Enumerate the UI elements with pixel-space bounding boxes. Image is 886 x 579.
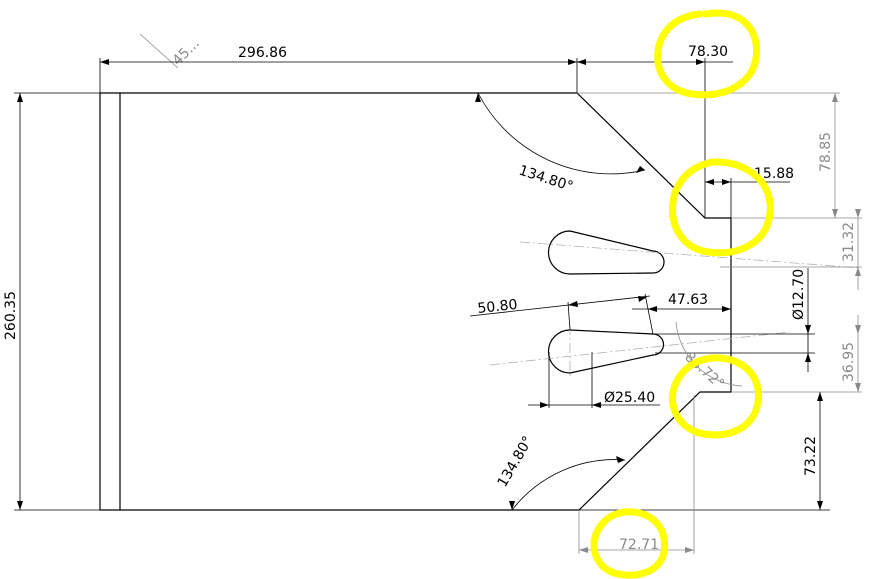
dim-right-bottom-arrow-bottom <box>817 501 823 510</box>
dim-top-notch-width: 78.30 <box>577 44 733 218</box>
highlight-circle-top <box>654 9 761 99</box>
dim-overall-width-arrow-left <box>100 59 109 65</box>
dim-right-spacing-2-text: 36.95 <box>841 342 857 382</box>
upper-slot <box>519 230 861 275</box>
dim-slot-dia-large: Ø25.40 <box>528 352 660 408</box>
lower-slot-centerline <box>489 331 791 366</box>
part-outline <box>99 92 732 511</box>
dim-right-spacing-1-text: 31.32 <box>841 222 857 262</box>
dim-slot-angle-arc <box>675 321 743 387</box>
dim-right-bottom-text: 73.22 <box>803 436 819 476</box>
dim-slot-dia-small-arrow-bottom <box>805 353 811 362</box>
dim-slot-offset: 47.63 <box>632 292 731 312</box>
dim-overall-height-arrow-top <box>17 93 23 102</box>
dim-slot-length-ext-right <box>644 293 654 335</box>
highlight-annotations <box>590 9 774 579</box>
dim-bottom-chamfer-arrow-right <box>685 547 694 553</box>
dim-slot-offset-arrow-right <box>722 306 731 312</box>
dim-chamfer-top-left: 45... <box>139 33 203 69</box>
dim-right-spacing-1-arrow-top <box>855 209 861 218</box>
dim-slot-dia-large-arrow-right <box>592 402 601 408</box>
dim-right-top-text: 78.85 <box>818 132 834 172</box>
dim-slot-dia-small: Ø12.70 <box>655 268 815 372</box>
dim-slot-length-line <box>469 295 651 317</box>
dim-top-notch-arrow-left <box>577 59 586 65</box>
highlight-circle-notch <box>669 158 774 257</box>
dim-slot-offset-text: 47.63 <box>668 292 708 308</box>
dim-bottom-chamfer-arrow-left <box>579 547 588 553</box>
highlight-circle-slot-angle <box>669 354 762 439</box>
dim-slot-length: 50.80 <box>469 293 654 335</box>
dim-angle-bottom-arrow-b <box>616 456 625 463</box>
dim-overall-width: 296.86 <box>99 45 578 93</box>
dim-slot-dia-large-text: Ø25.40 <box>604 390 655 406</box>
dim-slot-length-arrow-left <box>568 301 578 307</box>
dim-overall-height-text: 260.35 <box>3 291 19 340</box>
dim-angle-bottom-text: 134.80° <box>495 434 537 490</box>
dim-angle-top-arc <box>477 92 646 175</box>
dim-bottom-chamfer-text: 72.71 <box>619 537 659 553</box>
dim-angle-top-arrow-b <box>636 166 645 173</box>
dim-right-top-arrow-bottom <box>832 209 838 218</box>
dim-overall-height-arrow-bottom <box>17 501 23 510</box>
dim-right-spacing-2-arrow-bottom <box>855 383 861 392</box>
dim-chamfer-angle-text: 45... <box>170 35 203 68</box>
dim-slot-dia-small-text: Ø12.70 <box>791 269 807 320</box>
dim-angle-top-arrow-a <box>475 93 481 102</box>
dim-notch-step-text: 15.88 <box>754 166 794 182</box>
upper-slot-centerline <box>519 241 861 269</box>
dim-right-top-height: 78.85 <box>577 92 862 219</box>
dim-overall-height: 260.35 <box>3 92 100 511</box>
dim-angle-bottom: 134.80° <box>495 434 626 511</box>
dim-right-spacing-2: 36.95 <box>731 315 862 393</box>
part-outline-path <box>99 92 732 511</box>
dim-right-top-arrow-top <box>832 93 838 102</box>
dim-notch-step: 15.88 <box>705 166 794 218</box>
dim-overall-width-text: 296.86 <box>238 45 287 61</box>
dim-bottom-chamfer-width: 72.71 <box>578 395 695 554</box>
dim-notch-step-arrow-left <box>705 179 714 185</box>
dim-overall-width-arrow-right <box>568 59 577 65</box>
dim-angle-top: 134.80° <box>475 92 646 195</box>
dim-slot-dia-small-arrow-top <box>805 325 811 334</box>
dim-slot-length-ext-left <box>567 301 571 331</box>
dim-angle-bottom-arc <box>511 459 626 511</box>
dim-slot-offset-arrow-left <box>648 306 657 312</box>
lower-slot <box>489 325 791 378</box>
dim-chamfer-leader <box>139 33 179 69</box>
dim-top-notch-arrow-right <box>696 59 705 65</box>
dim-right-spacing-1: 31.32 <box>720 209 862 290</box>
dim-top-notch-text: 78.30 <box>688 44 728 60</box>
dim-slot-length-arrow-right <box>638 296 647 302</box>
dim-right-bottom-arrow-top <box>817 392 823 401</box>
lower-slot-outline <box>547 329 665 374</box>
dim-slot-dia-large-arrow-left <box>540 402 549 408</box>
dim-right-bottom-height: 73.22 <box>579 392 830 511</box>
dim-right-spacing-1-arrow-bottom <box>855 267 861 276</box>
dim-right-spacing-2-arrow-top <box>855 325 861 334</box>
dim-notch-step-arrow-right <box>722 179 731 185</box>
upper-slot-outline <box>547 230 665 275</box>
dim-angle-bottom-arrow-a <box>509 501 515 510</box>
highlight-circle-bottom <box>590 508 669 579</box>
dim-slot-length-text: 50.80 <box>477 297 519 317</box>
